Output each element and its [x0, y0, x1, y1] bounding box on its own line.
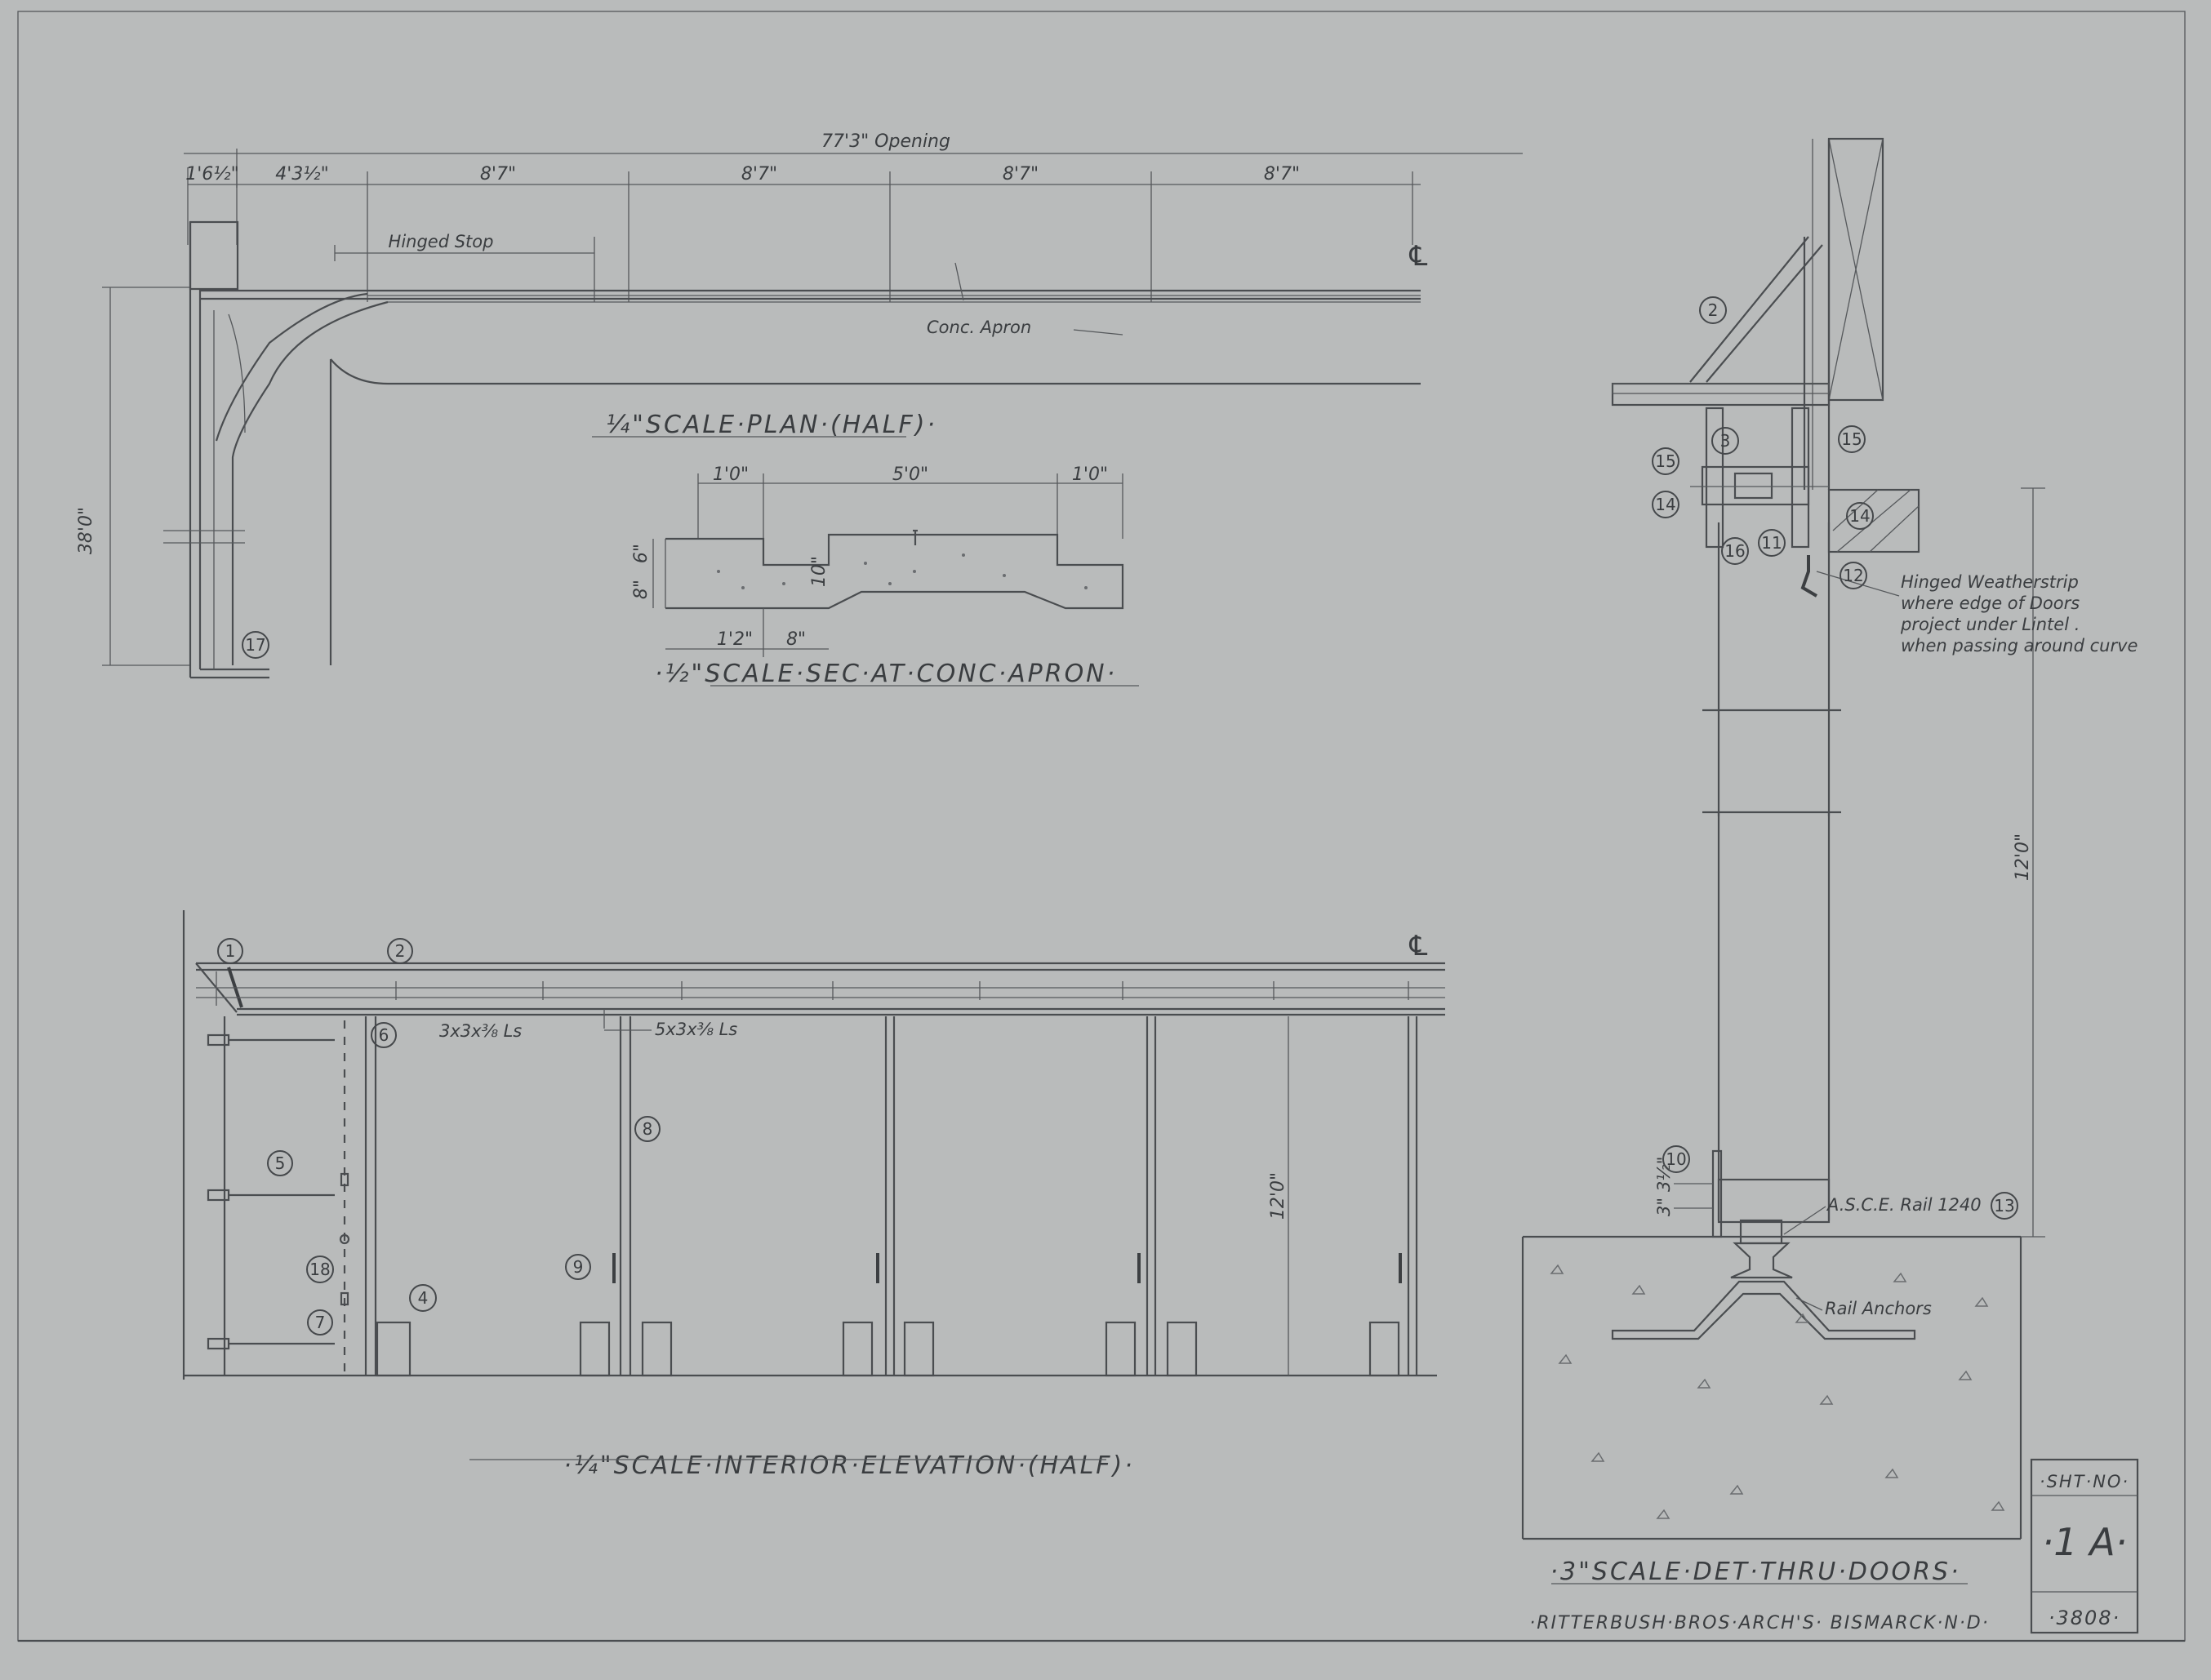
detail-dim-3in: 3" — [1654, 1198, 1674, 1216]
callout-7: 7 — [315, 1313, 326, 1332]
interior-elevation: 12'0" 3x3x⅜ Ls 5x3x⅜ Ls ℄ 1 2 4 5 6 7 8 … — [182, 910, 1445, 1480]
callout-8: 8 — [643, 1119, 653, 1139]
detail-title: ·3"SCALE·DET·THRU·DOORS· — [1550, 1558, 1960, 1586]
detail-callout-16: 16 — [1724, 541, 1745, 561]
section-dim-10in: 10" — [809, 556, 830, 587]
section-dim-bottom-1: 1'2" — [717, 629, 753, 650]
weatherstrip-note-line-2: where edge of Doors — [1901, 593, 2080, 613]
callout-5: 5 — [275, 1153, 286, 1173]
sheet-border — [17, 11, 2186, 1642]
callout-9: 9 — [573, 1257, 584, 1277]
apron-profile — [665, 533, 1124, 610]
weatherstrip-note: Hinged Weatherstrip where edge of Doors … — [1900, 572, 2138, 656]
apron-section: 1'0" 5'0" 1'0" 1'2" 8" 6" 8" 10" ·½"SCAL… — [631, 464, 1139, 688]
angle-label-3x3: 3x3x⅜ Ls — [439, 1021, 522, 1041]
weatherstrip-note-line-3: project under Lintel . — [1900, 615, 2080, 634]
section-dim-left: 1'0" — [713, 464, 749, 485]
plan-dim-5: 8'7" — [1003, 164, 1039, 184]
angle-label-5x3: 5x3x⅜ Ls — [655, 1020, 737, 1039]
architects-credit: ·RITTERBUSH·BROS·ARCH'S· BISMARCK·N·D· — [1529, 1613, 1989, 1633]
opening-dimension: 77'3" Opening — [821, 131, 950, 152]
detail-callout-3: 3 — [1720, 431, 1731, 451]
detail-height-dimension: 12'0" — [2013, 833, 2033, 881]
section-dim-right: 1'0" — [1072, 464, 1108, 485]
section-title: ·½"SCALE·SEC·AT·CONC·APRON· — [655, 660, 1117, 688]
section-dim-6in: 6" — [631, 544, 652, 563]
section-dim-bottom-2: 8" — [786, 629, 806, 650]
weatherstrip-note-line-4: when passing around curve — [1901, 636, 2138, 656]
detail-callout-12: 12 — [1843, 566, 1863, 585]
hinged-stop-label: Hinged Stop — [389, 232, 494, 251]
callout-1: 1 — [225, 941, 236, 961]
plan-title: ¼"SCALE·PLAN·(HALF)· — [606, 411, 937, 439]
rail-profile — [1730, 1242, 1793, 1279]
conc-apron-label: Conc. Apron — [927, 318, 1031, 337]
callout-2: 2 — [395, 941, 406, 961]
plan-dim-6: 8'7" — [1264, 164, 1300, 184]
rail-anchors-label: Rail Anchors — [1825, 1299, 1932, 1318]
elevation-height-dimension: 12'0" — [1268, 1172, 1288, 1220]
plan-dim-1: 1'6½" — [185, 164, 238, 184]
callout-17: 17 — [245, 635, 265, 655]
weatherstrip-note-line-1: Hinged Weatherstrip — [1901, 572, 2079, 592]
detail-callout-15-left: 15 — [1655, 451, 1675, 471]
door-detail: 12'0" 3" 3½" Hinged Weatherstrip where e… — [1521, 137, 2138, 1586]
section-dim-center: 5'0" — [892, 464, 928, 485]
title-block: ·SHT·NO· ·1 A· ·3808· ·RITTERBUSH·BROS·A… — [1529, 1458, 2139, 1634]
rail-label: A.S.C.E. Rail 1240 — [1826, 1195, 1982, 1215]
detail-callout-2: 2 — [1708, 300, 1719, 320]
plan-dim-2: 4'3½" — [275, 164, 328, 184]
detail-callout-14-right: 14 — [1849, 506, 1870, 526]
elevation-centerline-symbol: ℄ — [1406, 930, 1430, 962]
plan-centerline-symbol: ℄ — [1406, 240, 1430, 273]
sheet-number: ·1 A· — [2042, 1520, 2128, 1564]
detail-callout-11: 11 — [1761, 533, 1782, 553]
detail-callout-13: 13 — [1994, 1196, 2014, 1216]
door-pocket — [189, 220, 239, 291]
plan-dim-3: 8'7" — [480, 164, 516, 184]
sheet-number-label: ·SHT·NO· — [2040, 1472, 2129, 1491]
plan-dim-4: 8'7" — [741, 164, 777, 184]
plan-depth-dimension: 38'0" — [76, 507, 96, 554]
callout-18: 18 — [309, 1260, 330, 1279]
detail-callout-15-right: 15 — [1841, 429, 1862, 449]
callout-6: 6 — [379, 1025, 389, 1045]
plan-view: 77'3" Opening 1'6½" 4'3½" 8'7" 8'7" 8'7"… — [76, 131, 1523, 679]
callout-4: 4 — [418, 1288, 429, 1308]
elevation-title: ·¼"SCALE·INTERIOR·ELEVATION·(HALF)· — [563, 1451, 1135, 1480]
detail-callout-14-left: 14 — [1655, 495, 1675, 514]
detail-callout-10: 10 — [1666, 1149, 1686, 1169]
section-dim-8in: 8" — [631, 580, 652, 599]
job-number: ·3808· — [2049, 1607, 2120, 1629]
rail-anchor-profile — [1611, 1280, 1916, 1340]
